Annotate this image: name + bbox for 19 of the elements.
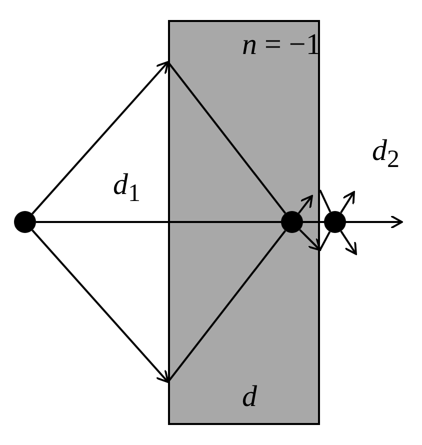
arrow xyxy=(298,195,313,214)
distance-label: d$_{1}$ xyxy=(113,170,140,206)
arrow xyxy=(340,191,355,214)
arrow xyxy=(299,229,321,251)
light-ray xyxy=(319,231,331,250)
arrow xyxy=(32,61,169,214)
point-dot xyxy=(14,211,36,233)
arrow xyxy=(340,230,357,255)
thickness-label: d xyxy=(242,382,257,412)
slab xyxy=(168,20,320,425)
distance-label: d$_{2}$ xyxy=(372,136,400,172)
arrow xyxy=(32,230,169,383)
point-dot xyxy=(281,211,303,233)
arrow xyxy=(36,215,403,229)
light-ray xyxy=(319,190,332,212)
point-dot xyxy=(324,211,346,233)
light-ray xyxy=(167,230,286,383)
light-ray xyxy=(167,61,286,214)
refractive-index-label: n = −1 xyxy=(242,30,321,60)
